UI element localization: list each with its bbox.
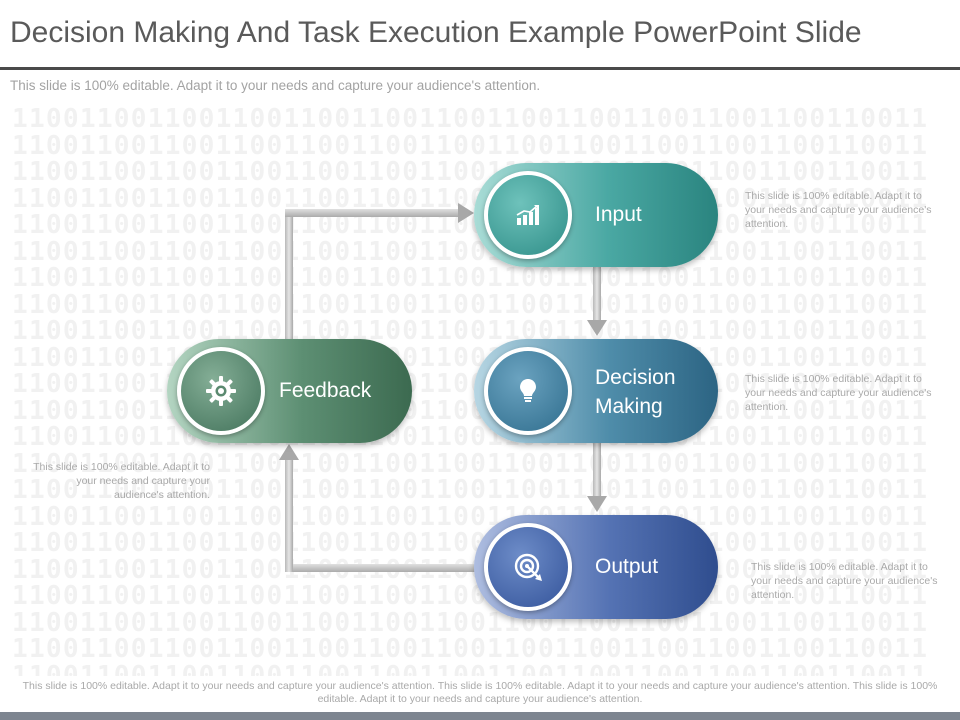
- arrow-decision-to-output: [587, 443, 607, 512]
- arrow-feedback-to-input: [285, 203, 474, 340]
- node-feedback-label: Feedback: [279, 379, 372, 402]
- node-output-label: Output: [595, 555, 659, 578]
- arrow-output-to-feedback: [279, 444, 475, 572]
- node-decision-label: Decision Making: [595, 366, 676, 418]
- gear-icon: [177, 347, 265, 435]
- title-divider: [0, 67, 960, 70]
- slide-footer-text: This slide is 100% editable. Adapt it to…: [22, 680, 938, 705]
- note-input: This slide is 100% editable. Adapt it to…: [745, 190, 932, 230]
- slide-title: Decision Making And Task Execution Examp…: [10, 16, 862, 49]
- node-input-label: Input: [595, 203, 642, 226]
- node-output: Output: [474, 515, 718, 619]
- node-decision-making: Decision Making: [474, 339, 718, 443]
- target-icon: [484, 523, 572, 611]
- slide-subtitle: This slide is 100% editable. Adapt it to…: [10, 78, 541, 93]
- note-decision: This slide is 100% editable. Adapt it to…: [745, 373, 932, 413]
- binary-pattern-background: 1100110011001100110011001100110011001100…: [12, 106, 929, 676]
- note-feedback: This slide is 100% editable. Adapt it to…: [33, 461, 210, 501]
- node-input: Input: [474, 163, 718, 267]
- node-feedback: Feedback: [167, 339, 412, 443]
- lightbulb-icon: [484, 347, 572, 435]
- bottom-bar: [0, 712, 960, 720]
- bar-chart-icon: [484, 171, 572, 259]
- arrow-input-to-decision: [587, 267, 607, 336]
- note-output: This slide is 100% editable. Adapt it to…: [751, 561, 938, 601]
